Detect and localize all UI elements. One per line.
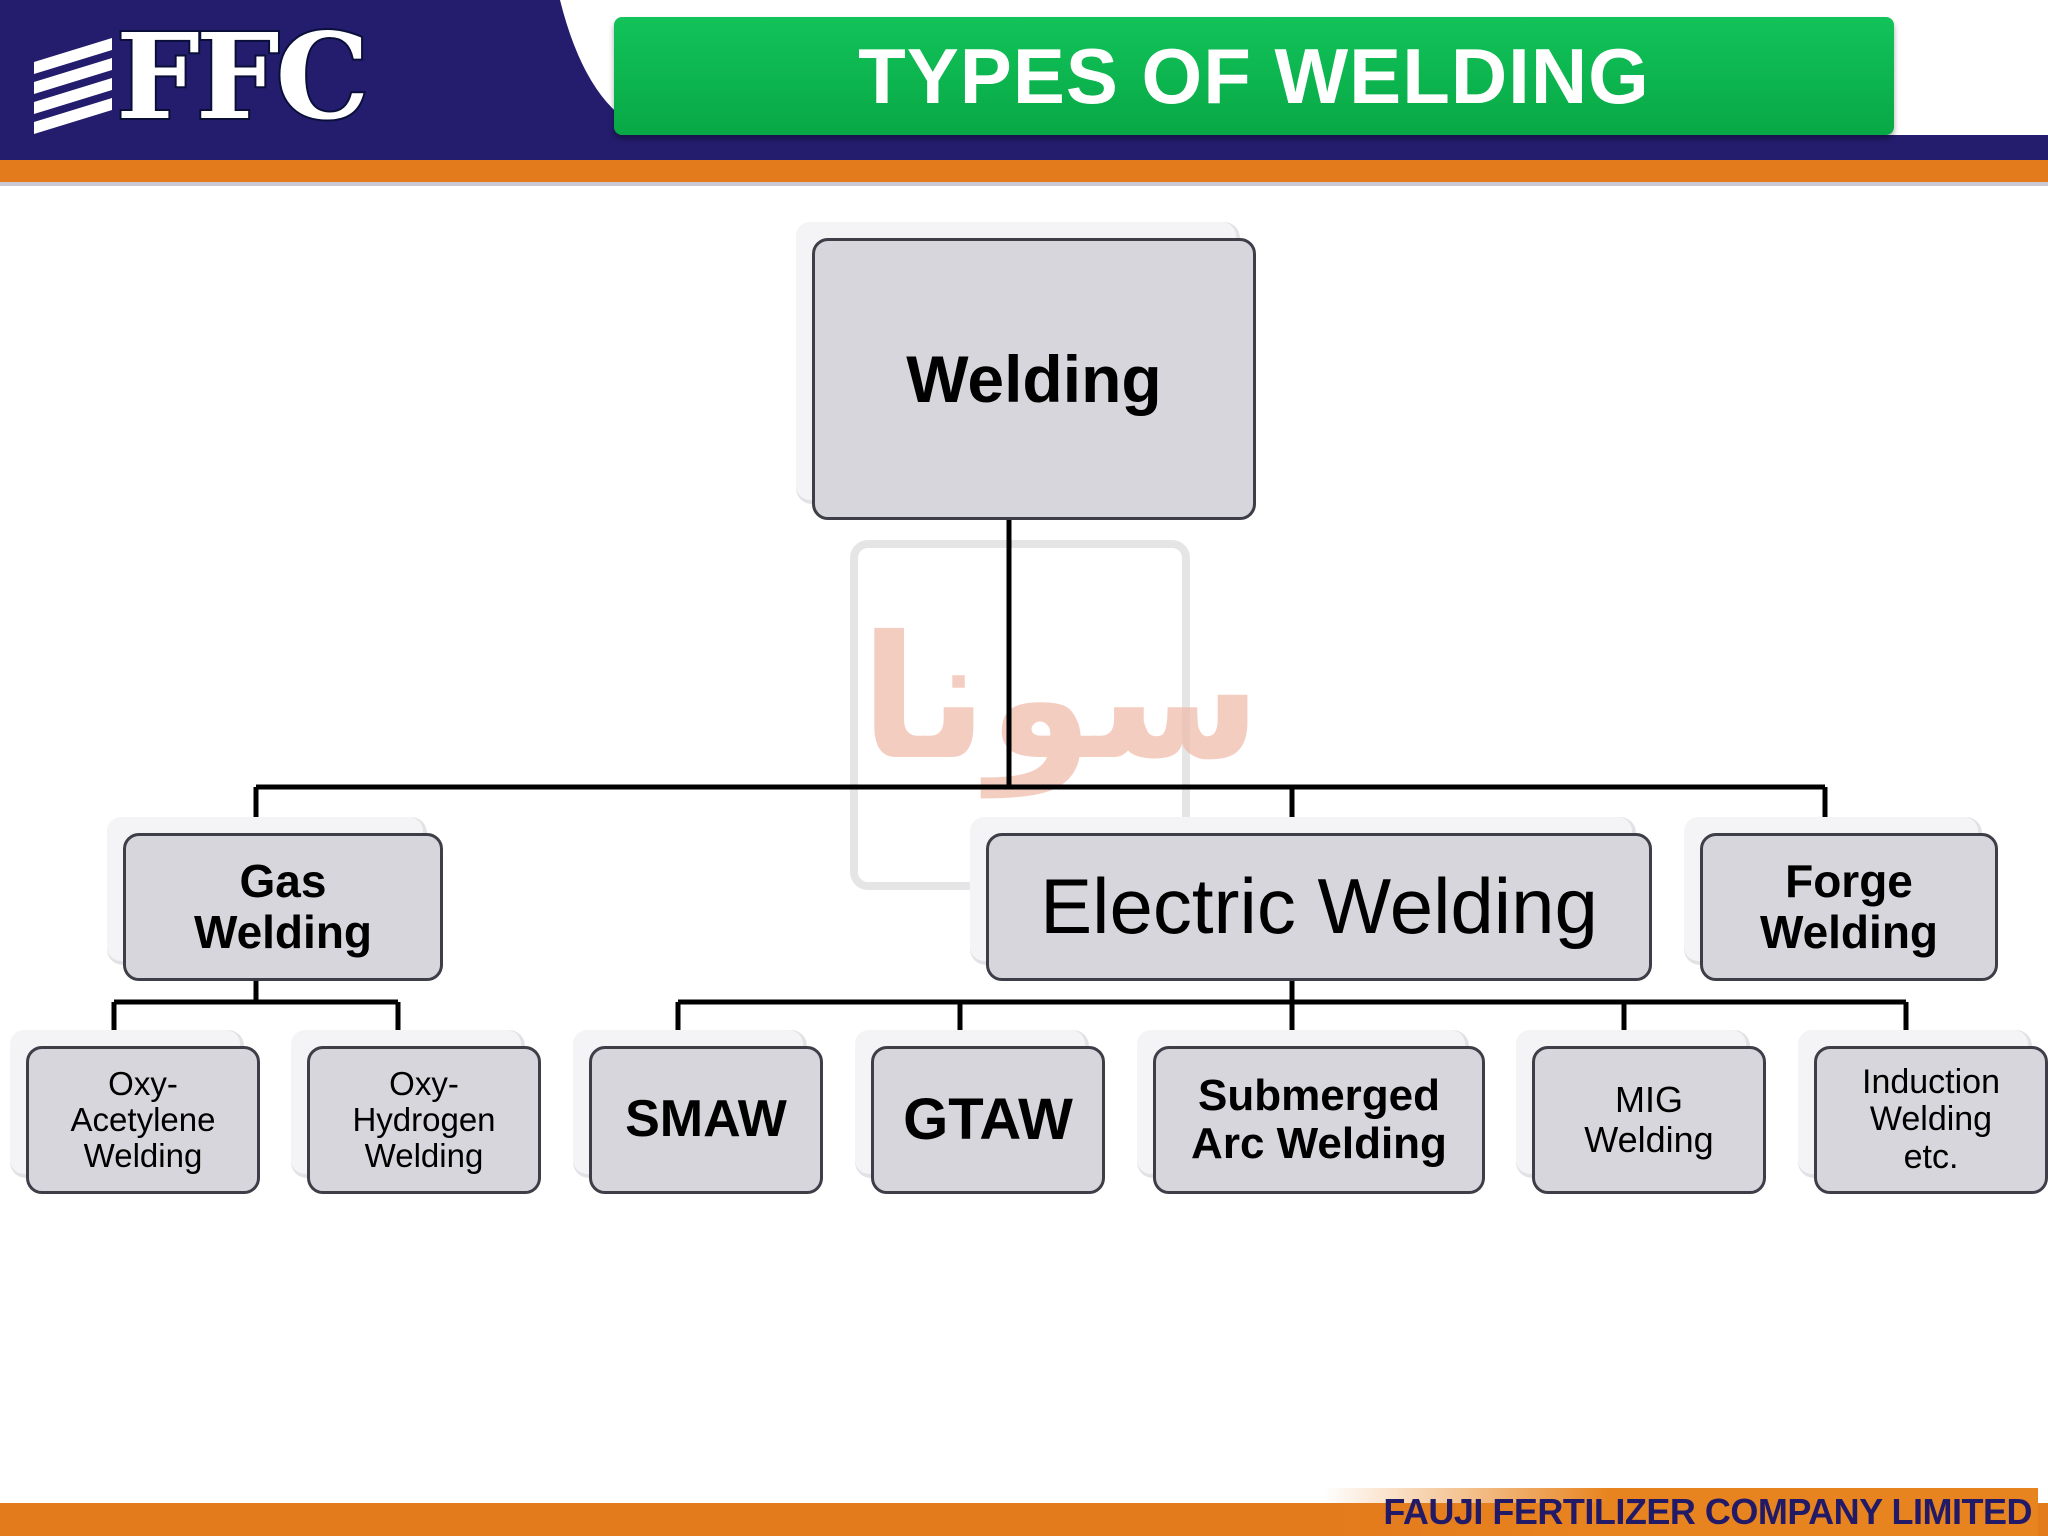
node-electric-welding: Electric Welding bbox=[986, 833, 1652, 981]
header-banner bbox=[0, 0, 2048, 186]
node-gas-welding-label: Gas Welding bbox=[193, 855, 373, 958]
node-welding-label: Welding bbox=[906, 341, 1162, 416]
node-forge-welding-label: Forge Welding bbox=[1759, 855, 1939, 958]
node-induction-welding-label: Induction Welding etc. bbox=[1862, 1062, 2000, 1176]
node-mig-welding-label: MIG Welding bbox=[1584, 1079, 1714, 1160]
logo-stripes-icon bbox=[34, 38, 112, 134]
node-oxy-hydrogen: Oxy- Hydrogen Welding bbox=[307, 1046, 541, 1194]
node-oxy-acetylene-label: Oxy- Acetylene Welding bbox=[70, 1064, 216, 1175]
node-induction-welding: Induction Welding etc. bbox=[1814, 1046, 2048, 1194]
footer-company-name: FAUJI FERTILIZER COMPANY LIMITED bbox=[1323, 1488, 2038, 1536]
node-electric-welding-label: Electric Welding bbox=[1040, 862, 1598, 951]
watermark-glyph: سونا bbox=[860, 600, 1262, 798]
node-gtaw-label: GTAW bbox=[903, 1087, 1073, 1153]
node-smaw: SMAW bbox=[589, 1046, 823, 1194]
node-gtaw: GTAW bbox=[871, 1046, 1105, 1194]
node-submerged-arc: Submerged Arc Welding bbox=[1153, 1046, 1485, 1194]
node-gas-welding: Gas Welding bbox=[123, 833, 443, 981]
node-mig-welding: MIG Welding bbox=[1532, 1046, 1766, 1194]
node-oxy-hydrogen-label: Oxy- Hydrogen Welding bbox=[352, 1064, 496, 1175]
node-smaw-label: SMAW bbox=[625, 1090, 787, 1149]
node-welding: Welding bbox=[812, 238, 1256, 520]
page-title: TYPES OF WELDING bbox=[614, 17, 1894, 135]
node-oxy-acetylene: Oxy- Acetylene Welding bbox=[26, 1046, 260, 1194]
node-forge-welding: Forge Welding bbox=[1700, 833, 1998, 981]
ffc-logo: FFC bbox=[114, 7, 371, 146]
node-submerged-arc-label: Submerged Arc Welding bbox=[1191, 1070, 1447, 1168]
